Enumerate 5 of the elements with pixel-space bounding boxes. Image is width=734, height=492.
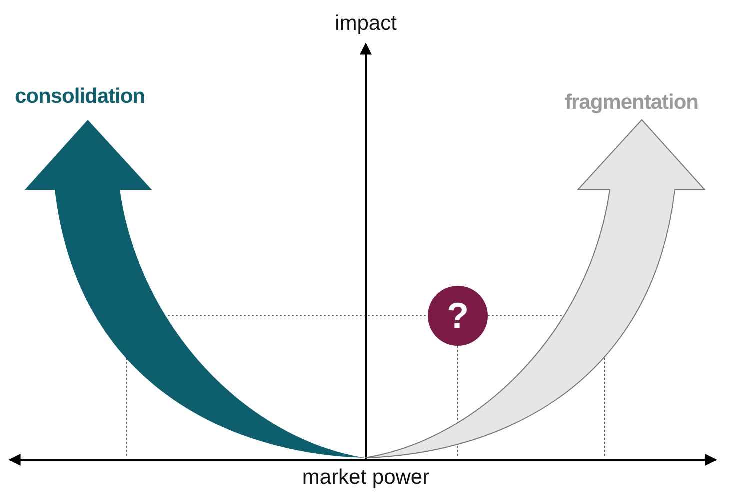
arrow-label: fragmentation xyxy=(565,91,699,115)
arrow-label: consolidation xyxy=(15,85,145,109)
question-mark-badge: ? xyxy=(428,286,488,346)
axis-label: market power xyxy=(302,466,430,490)
axis-label: impact xyxy=(335,12,397,36)
